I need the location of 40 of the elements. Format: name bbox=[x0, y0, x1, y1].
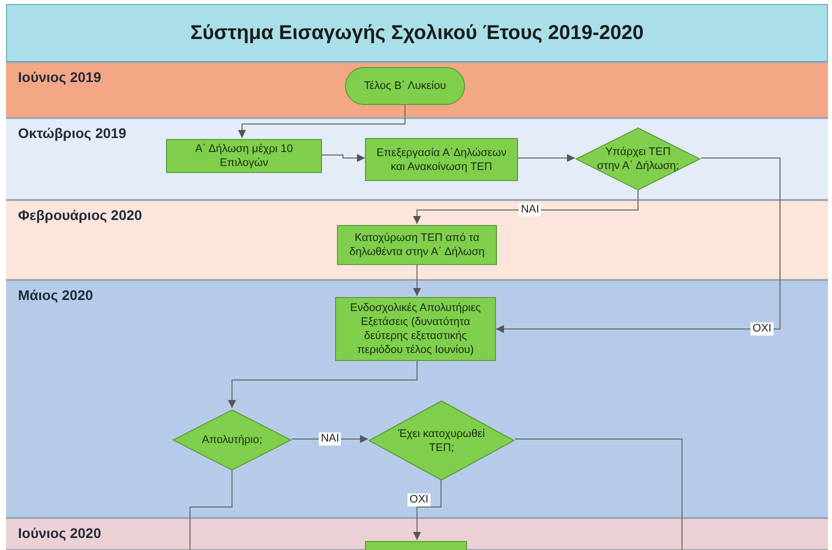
decision-diamond bbox=[172, 409, 292, 471]
step-label: Κατοχύρωση ΤΕΠ από τα δηλωθέντα στην Α΄ Δήλωση bbox=[348, 231, 486, 259]
start-terminal bbox=[345, 67, 465, 105]
process-box bbox=[365, 541, 467, 550]
edge-label: ΝΑΙ bbox=[318, 432, 342, 446]
decision-label: Έχει κατοχυρωθεί ΤΕΠ; bbox=[397, 426, 486, 454]
flow-arrow bbox=[322, 154, 366, 162]
edge-label: ΝΑΙ bbox=[518, 204, 542, 216]
swimlane-band bbox=[6, 200, 828, 280]
flow-arrow bbox=[228, 360, 418, 408]
flow-arrow bbox=[496, 158, 780, 333]
swimlane-band bbox=[6, 518, 828, 550]
lane-heading: Ιούνιος 2020 bbox=[18, 524, 102, 543]
flow-arrow bbox=[413, 190, 638, 224]
decision-label: Απολυτήριο; bbox=[202, 433, 262, 447]
lane-heading: Ιούνιος 2019 bbox=[18, 68, 102, 87]
step-label: Ενδοσχολικές Απολυτήριες Εξετάσεις (δυνατότητα δεύτερης εξεταστικής περιόδου τέλος Ιουνίου) bbox=[349, 301, 482, 357]
process-box bbox=[335, 297, 496, 361]
process-box bbox=[337, 225, 497, 265]
flow-arrow bbox=[413, 480, 442, 540]
decision-diamond bbox=[575, 127, 701, 191]
decision-label: Υπάρχει ΤΕΠ στην Α΄ Δήλωση; bbox=[596, 145, 680, 173]
swimlane-band bbox=[6, 62, 828, 118]
process-box bbox=[166, 139, 322, 173]
process-box bbox=[365, 138, 518, 181]
lane-heading: Φεβρουάριος 2020 bbox=[18, 206, 142, 225]
swimlane-band bbox=[6, 280, 828, 518]
decision-diamond bbox=[368, 400, 515, 481]
step-label: Τέλος Β΄ Λυκείου bbox=[362, 79, 448, 93]
lane-heading: Οκτώβριος 2019 bbox=[18, 124, 126, 143]
lane-heading: Μάιος 2020 bbox=[18, 286, 94, 305]
flow-arrow bbox=[518, 154, 576, 162]
edge-label: ΟΧΙ bbox=[750, 322, 774, 336]
flow-arrow bbox=[413, 264, 421, 296]
step-label: Α΄ Δήλωση μέχρι 10 Επιλογών bbox=[194, 142, 294, 170]
swimlane-band bbox=[6, 118, 828, 200]
step-label: Επεξεργασία Α΄Δηλώσεων και Ανακοίνωση ΤΕΠ bbox=[376, 146, 508, 174]
diagram-title: Σύστημα Εισαγωγής Σχολικού Έτους 2019-2020 bbox=[190, 21, 644, 46]
edge-label: ΟΧΙ bbox=[408, 494, 430, 506]
flow-arrow bbox=[238, 104, 406, 138]
